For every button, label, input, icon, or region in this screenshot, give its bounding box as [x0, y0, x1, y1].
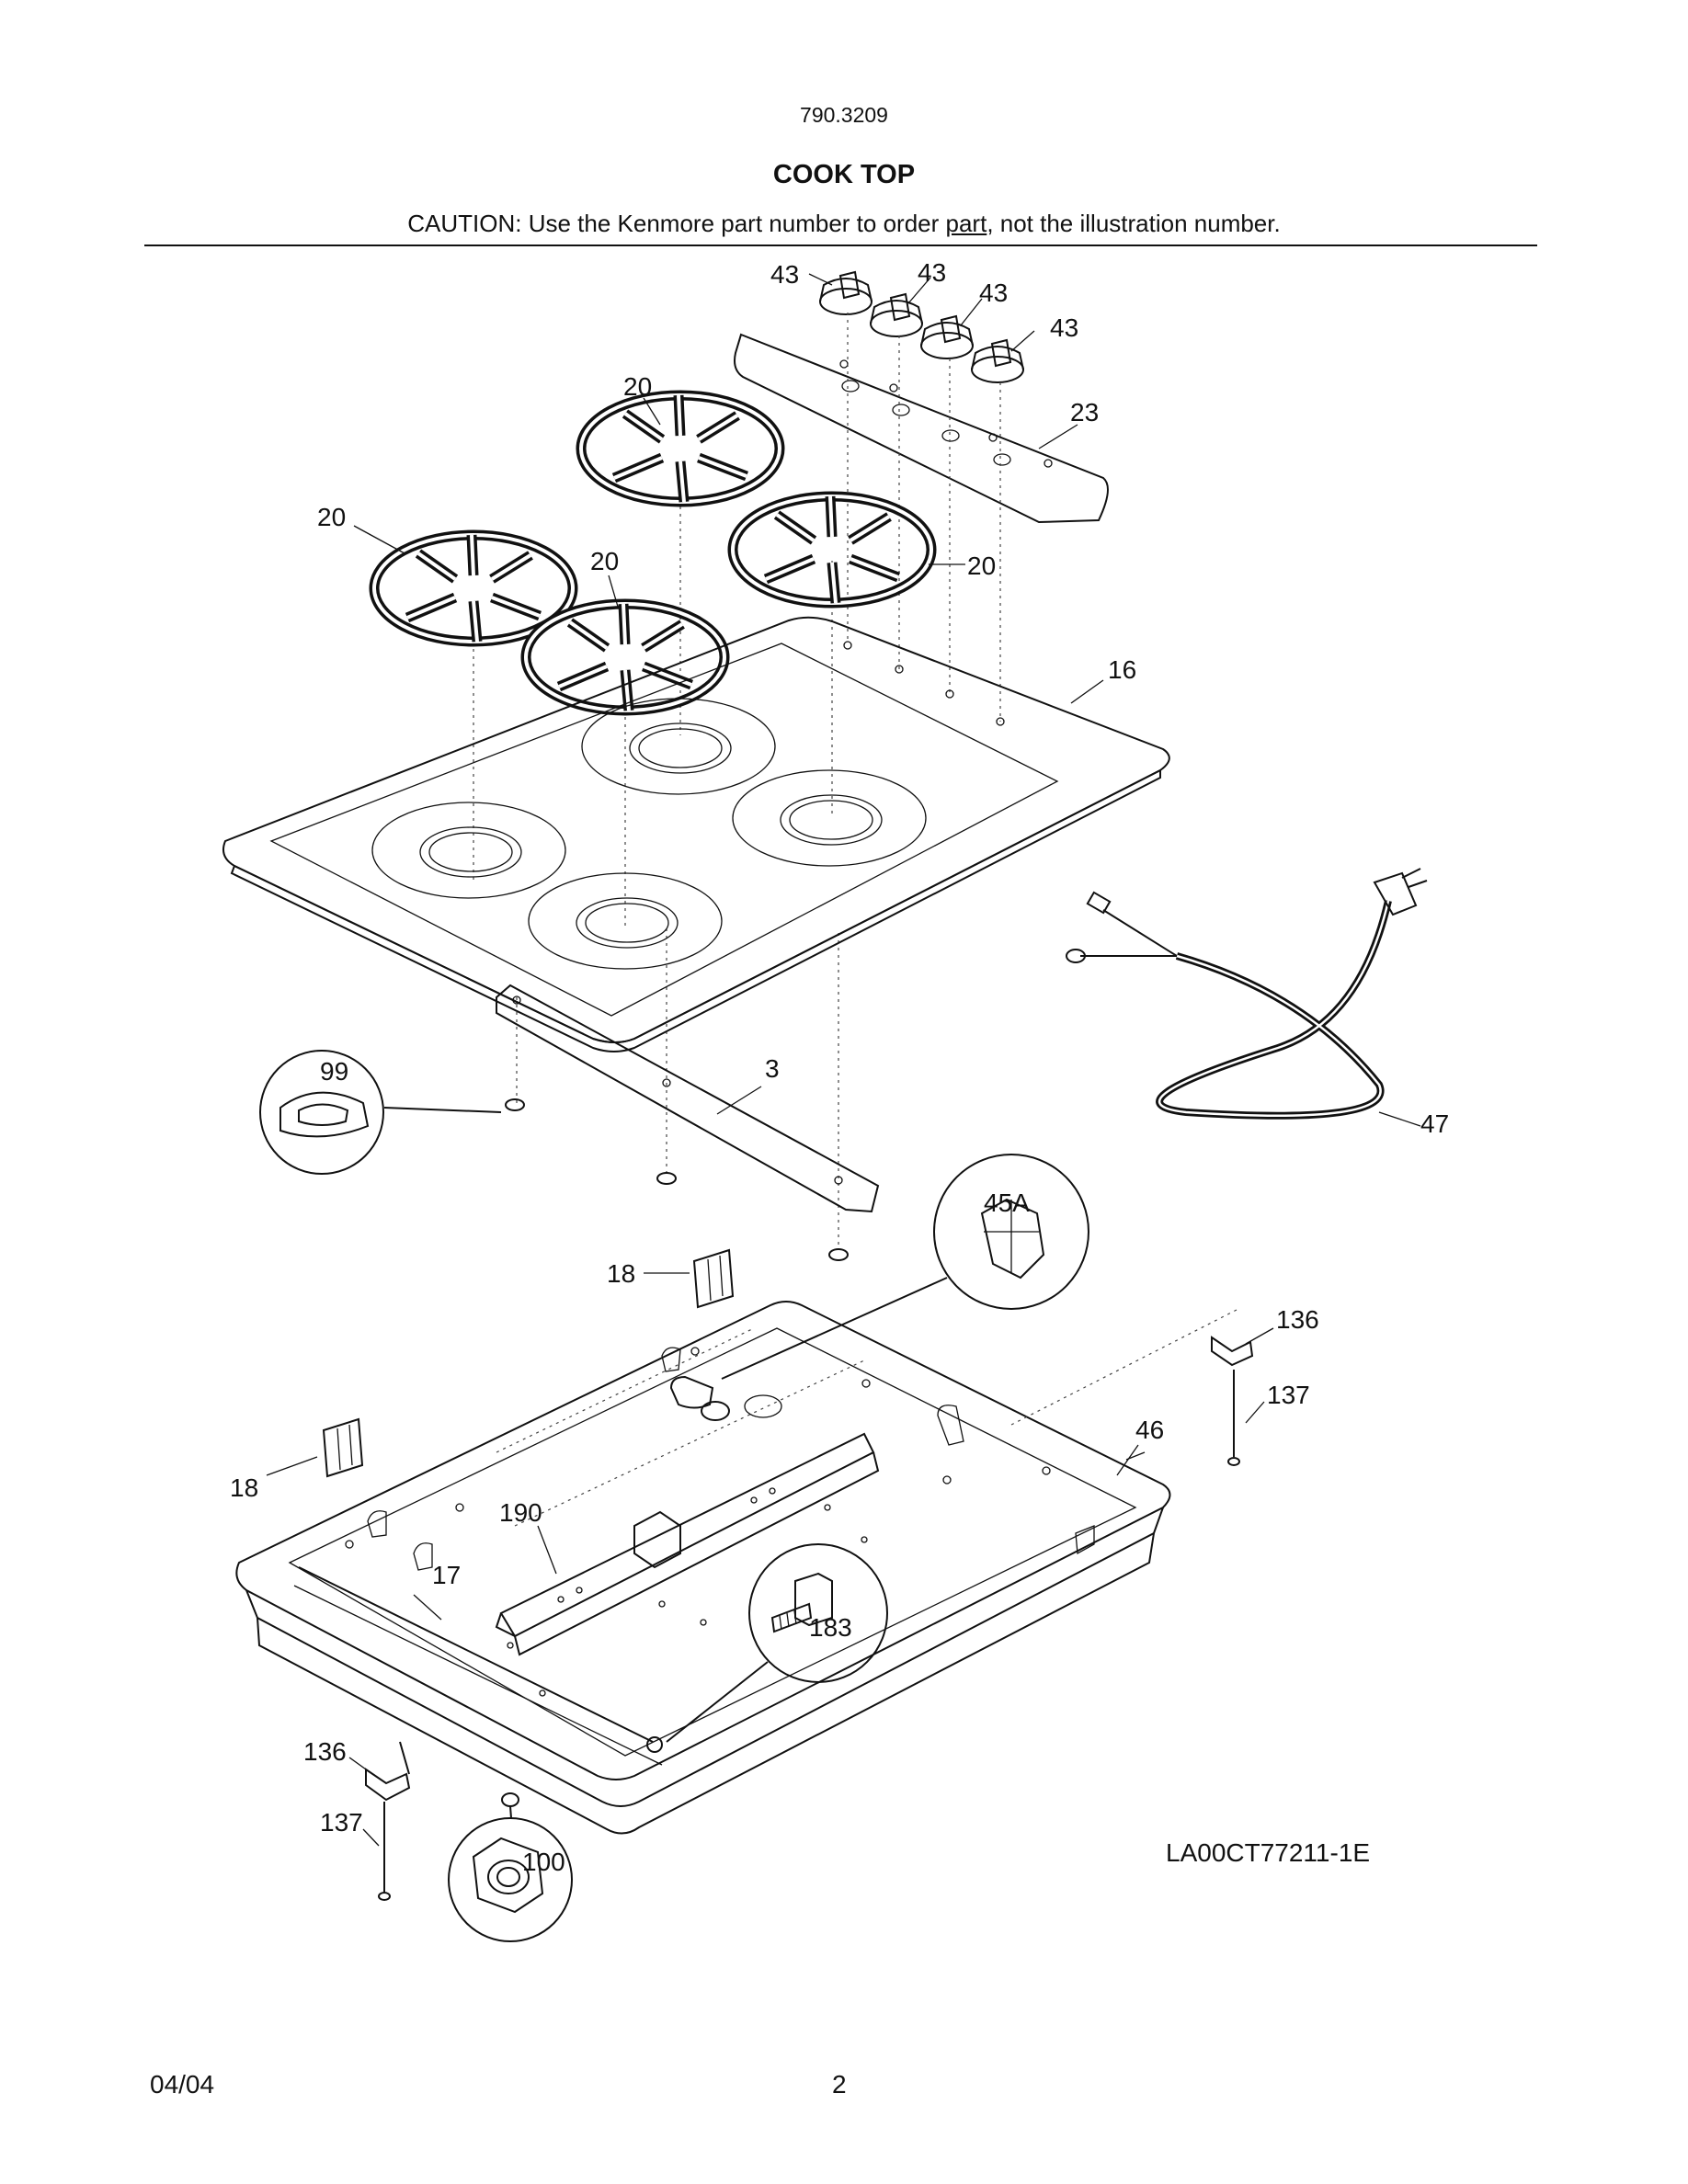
model-number: 790.3209: [800, 103, 888, 127]
callout-knob-43: 43: [918, 258, 946, 287]
ignitor-detail: [721, 1154, 1089, 1380]
hinges: [266, 1248, 735, 1478]
grommet-detail: [259, 1050, 502, 1175]
caution-prefix: CAUTION: Use the Kenmore part number to …: [407, 210, 946, 237]
bracket: [496, 984, 880, 1213]
callout-hinge: 18: [607, 1259, 635, 1288]
callout-grommet: 99: [320, 1057, 348, 1086]
callout-grate: 20: [967, 552, 996, 580]
grate-icon: [520, 598, 730, 716]
callout-ignitor: 45A: [984, 1189, 1030, 1217]
callout-knob-43: 43: [979, 279, 1008, 307]
callout-hinge: 18: [230, 1473, 258, 1502]
callout-grate: 20: [317, 503, 346, 531]
chassis: [235, 1301, 1237, 1835]
knob-icon: [920, 314, 974, 359]
hinge-icon: [692, 1248, 735, 1309]
right-mount: [1211, 1327, 1274, 1466]
alignment-lines: [473, 313, 1001, 1250]
page-number: 2: [832, 2070, 847, 2099]
callout-cord: 47: [1420, 1109, 1449, 1138]
footer-date: 04/04: [150, 2070, 215, 2099]
screw-detail: [666, 1543, 888, 1743]
callout-control-panel: 23: [1070, 398, 1099, 427]
grate-icon: [369, 529, 578, 647]
nut-detail: [448, 1792, 573, 1942]
callout-chassis: 46: [1135, 1416, 1164, 1444]
knob-icon: [870, 292, 923, 337]
caution-text: CAUTION: Use the Kenmore part number to …: [0, 210, 1688, 238]
callout-labels: 43 43 43 43 23 20 20 20 20 16 47 3 99 45…: [230, 258, 1449, 1876]
rod: [298, 1566, 663, 1753]
callout-clip: 136: [303, 1737, 347, 1766]
grate-icon: [727, 491, 937, 609]
callout-grate: 20: [623, 372, 652, 401]
callout-bracket: 3: [765, 1054, 780, 1083]
section-title: COOK TOP: [772, 160, 916, 189]
drawing-id: LA00CT77211-1E: [1166, 1838, 1370, 1867]
grate-icon: [576, 390, 785, 507]
cooktop: [222, 616, 1170, 1052]
header-rule: [144, 245, 1537, 246]
callout-nut: 100: [522, 1848, 565, 1876]
callout-knob-43: 43: [1050, 313, 1078, 342]
callout-bolt: 137: [1267, 1381, 1310, 1409]
left-mount: [348, 1741, 411, 1901]
callout-knob-43: 43: [770, 260, 799, 289]
knob-icon: [971, 338, 1024, 383]
power-cord: [1066, 868, 1428, 1127]
grates: [353, 390, 965, 716]
control-panel: [734, 333, 1109, 524]
knobs: [808, 270, 1035, 383]
knob-icon: [819, 270, 873, 315]
callout-clip: 136: [1276, 1305, 1319, 1334]
callout-manifold: 190: [499, 1498, 542, 1527]
caution-suffix: , not the illustration number.: [987, 210, 1281, 237]
callout-rod: 17: [432, 1561, 461, 1589]
callout-cooktop: 16: [1108, 655, 1136, 684]
callout-screw: 183: [809, 1613, 852, 1642]
callout-grate: 20: [590, 547, 619, 575]
hinge-icon: [322, 1417, 364, 1478]
grommets: [505, 1098, 849, 1261]
callout-bolt: 137: [320, 1808, 363, 1837]
caution-part-word: part: [945, 210, 987, 237]
manifold: [495, 1432, 880, 1697]
